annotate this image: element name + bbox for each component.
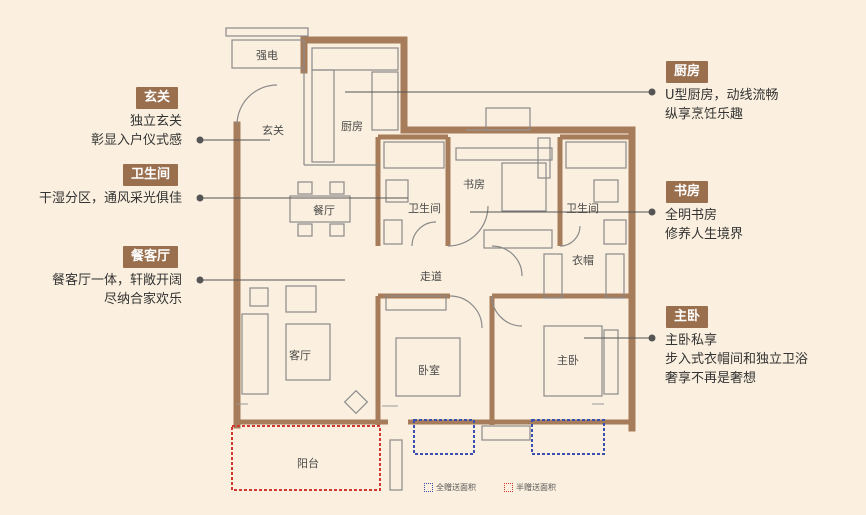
kitchen-counter [311,47,399,71]
room-master: 主卧 [557,354,579,367]
sofa [241,313,269,395]
room-bath-right: 卫生间 [566,202,599,215]
callout-desc-study: 全明书房 修养人生境界 [665,206,743,244]
callout-desc-entrance: 独立玄关 彰显入户仪式感 [91,112,182,150]
callout-tag-entrance: 玄关 [136,87,179,109]
callout-line: 餐客厅一体，轩敞开阔 [51,273,182,288]
callout-line: 独立玄关 [129,114,182,129]
bed-bedroom [395,337,461,397]
callout-tag-master: 主卧 [666,306,709,328]
callout-line: 干湿分区，通风采光俱佳 [38,191,182,206]
callout-tag-livingdining: 餐客厅 [123,246,179,268]
callout-tag-kitchen: 厨房 [666,61,709,83]
room-electric: 强电 [256,49,278,62]
full-gift-area [531,419,605,455]
bed-master [543,325,603,397]
room-balcony: 阳台 [297,457,319,470]
room-study: 书房 [463,178,485,191]
callout-tag-study: 书房 [666,181,709,203]
callout-line: 纵享烹饪乐趣 [665,107,744,122]
room-corridor: 走道 [420,270,442,283]
room-bath-left: 卫生间 [408,202,441,215]
study-desk [501,162,547,212]
legend-half: 半赠送面积 [504,482,556,493]
callout-desc-kitchen: U型厨房，动线流畅 纵享烹饪乐趣 [665,86,779,124]
coffee-table [285,323,331,381]
room-entrance: 玄关 [262,124,284,137]
callout-line: 尽纳合家欢乐 [103,292,182,307]
callout-line: 彰显入户仪式感 [90,133,182,148]
legend-half-label: 半赠送面积 [516,483,556,492]
legend-full-swatch [424,483,433,492]
electric-room [231,39,305,69]
callout-tag-bathroom: 卫生间 [123,164,179,186]
callout-line: 奢享不再是奢想 [665,371,757,386]
room-dining: 餐厅 [313,204,335,217]
callout-desc-livingdining: 餐客厅一体，轩敞开阔 尽纳合家欢乐 [52,271,182,309]
room-living: 客厅 [289,349,311,362]
legend-full-label: 全赠送面积 [436,483,476,492]
callout-line: 修养人生境界 [665,227,744,242]
callout-desc-master: 主卧私享 步入式衣帽间和独立卫浴 奢享不再是奢想 [665,331,808,388]
half-gift-area [231,425,381,491]
legend-full: 全赠送面积 [424,482,476,493]
room-wardrobe: 衣帽 [572,254,594,267]
callout-desc-bathroom: 干湿分区，通风采光俱佳 [39,189,182,208]
wall [300,36,636,432]
room-kitchen: 厨房 [341,120,363,133]
room-bedroom: 卧室 [418,364,440,377]
full-gift-area [413,419,475,455]
callout-line: 全明书房 [665,208,718,223]
dining-table [289,195,351,223]
callout-line: U型厨房，动线流畅 [665,88,779,103]
callout-line: 主卧私享 [665,333,718,348]
legend-half-swatch [504,483,513,492]
callout-line: 步入式衣帽间和独立卫浴 [665,352,809,367]
